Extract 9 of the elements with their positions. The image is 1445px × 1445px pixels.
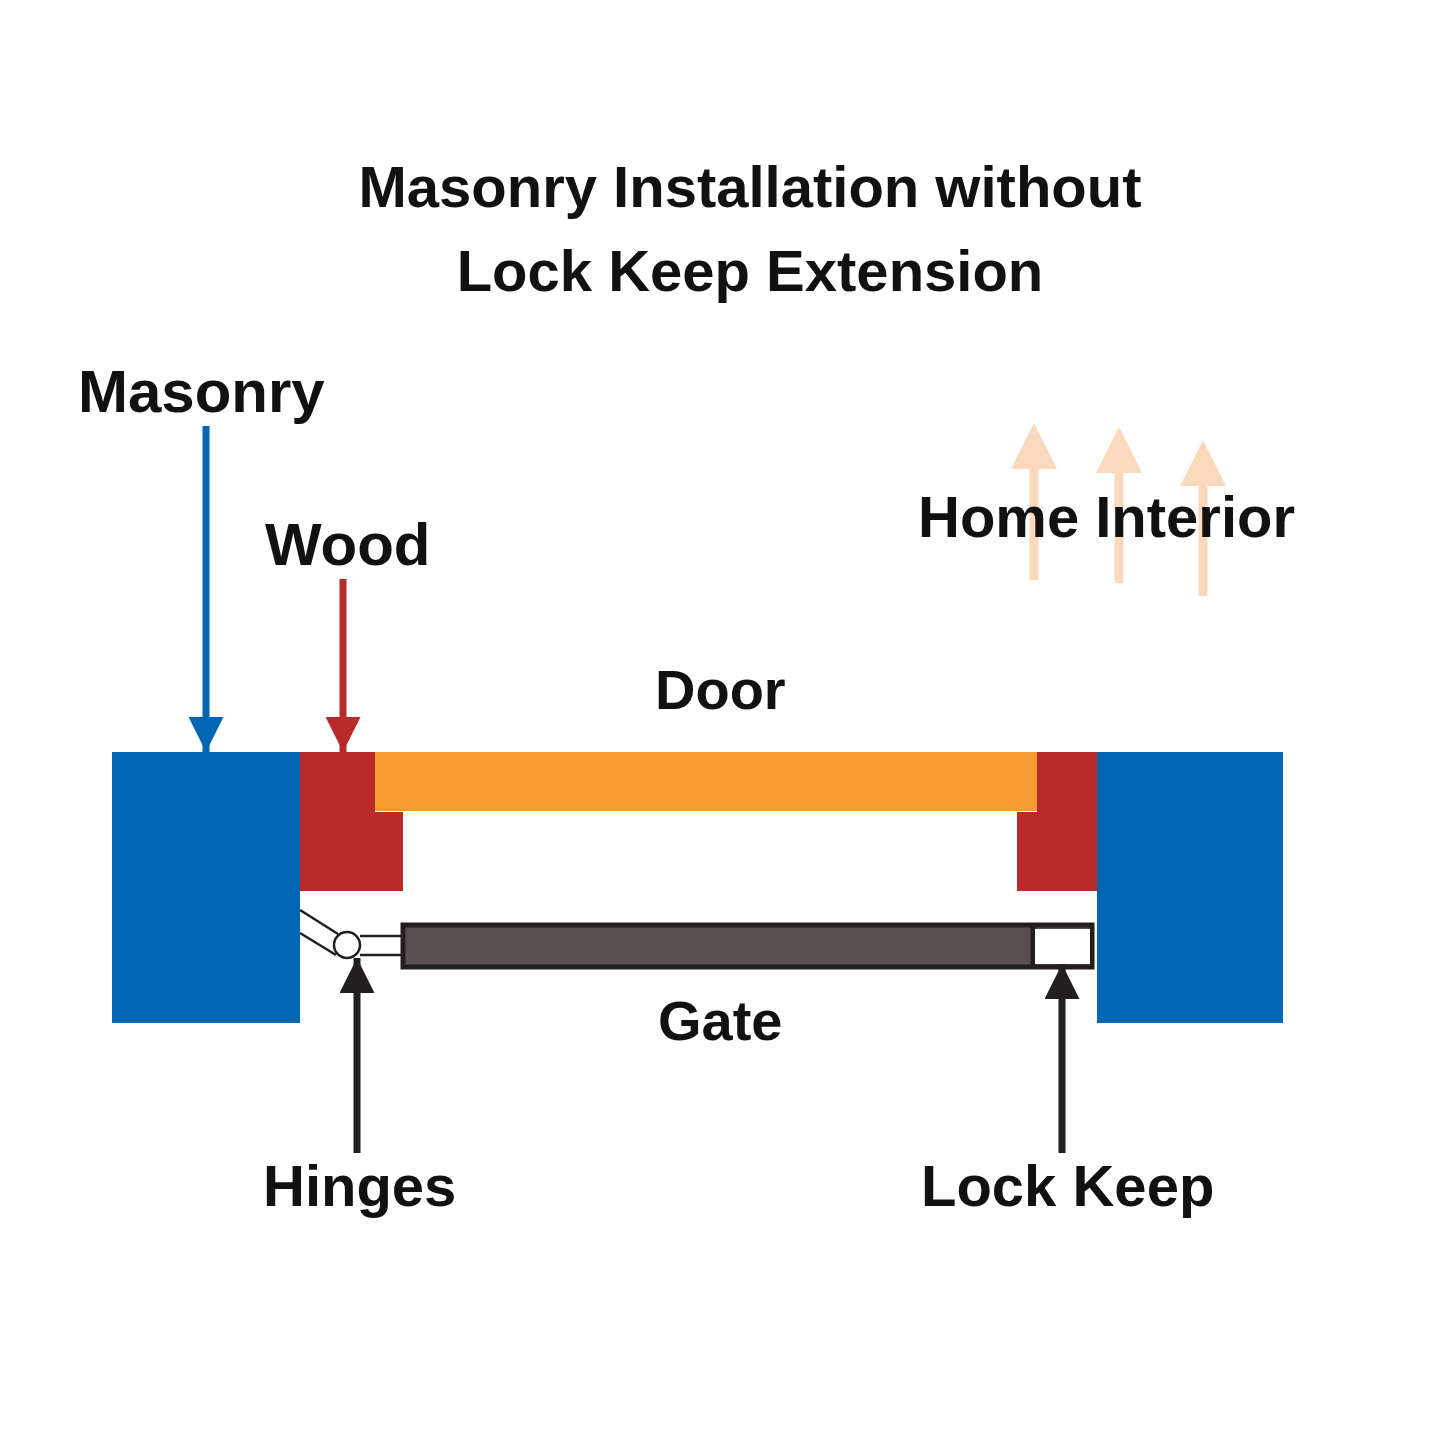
label-text: Wood xyxy=(265,515,431,575)
label-text: Home Interior xyxy=(918,488,1296,546)
label-text: Door xyxy=(655,662,786,718)
title: Masonry Installation without Lock Keep Extension xyxy=(357,153,1143,306)
lock-keep xyxy=(1035,929,1090,964)
masonry-block xyxy=(112,752,300,1023)
label-text: Masonry xyxy=(78,362,325,422)
label-text: Gate xyxy=(658,993,783,1049)
hinge-pivot xyxy=(332,930,362,960)
